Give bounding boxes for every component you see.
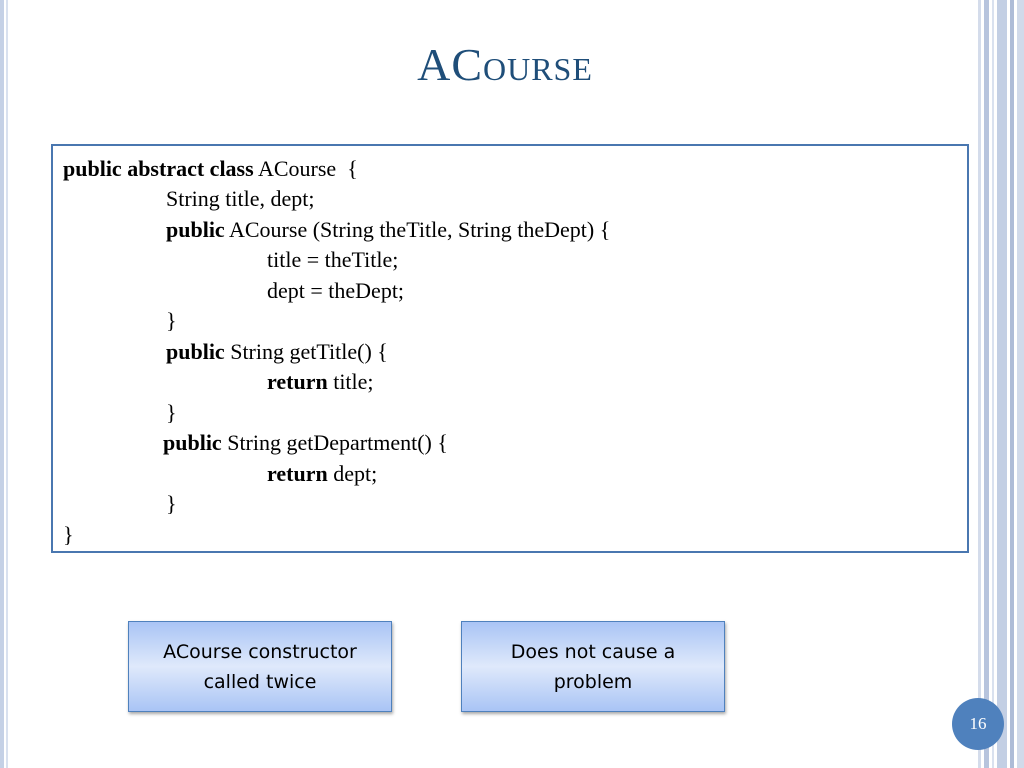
code-keyword: public xyxy=(166,339,225,364)
code-keyword: public abstract class xyxy=(63,156,254,181)
code-text: title; xyxy=(327,369,374,394)
left-decorative-stripe xyxy=(0,0,4,768)
page-number-badge: 16 xyxy=(952,698,1004,750)
code-text: ACourse (String theTitle, String theDept… xyxy=(224,217,611,242)
code-line-8: return title; xyxy=(267,369,374,395)
code-keyword: return xyxy=(267,461,328,486)
code-line-10: public String getDepartment() { xyxy=(163,430,448,456)
code-line-1: public abstract class ACourse { xyxy=(63,156,358,182)
code-line-13: } xyxy=(63,522,74,547)
code-line-2: String title, dept; xyxy=(166,186,315,211)
code-line-9: } xyxy=(166,400,177,425)
slide-title: ACourse xyxy=(417,39,593,90)
code-block: public abstract class ACourse { String t… xyxy=(51,144,969,553)
code-keyword: return xyxy=(267,369,328,394)
code-line-3: public ACourse (String theTitle, String … xyxy=(166,217,610,243)
code-line-11: return dept; xyxy=(267,461,377,487)
right-decorative-stripes xyxy=(978,0,1024,768)
code-text: String getTitle() { xyxy=(224,339,388,364)
callout-does-not-cause-problem: Does not cause a problem xyxy=(461,621,725,712)
code-line-12: } xyxy=(166,491,177,516)
code-text: dept; xyxy=(327,461,378,486)
code-keyword: public xyxy=(166,217,225,242)
code-line-5: dept = theDept; xyxy=(267,278,405,303)
page-number: 16 xyxy=(969,714,987,733)
code-text: ACourse { xyxy=(253,156,358,181)
left-decorative-stripe-thin xyxy=(6,0,8,768)
callout-constructor-called-twice: ACourse constructor called twice xyxy=(128,621,392,712)
code-line-4: title = theTitle; xyxy=(267,247,399,272)
code-line-6: } xyxy=(166,308,177,333)
code-keyword: public xyxy=(163,430,222,455)
code-text: String getDepartment() { xyxy=(221,430,448,455)
callout-text: Does not cause a problem xyxy=(510,640,676,693)
code-line-7: public String getTitle() { xyxy=(166,339,388,365)
callout-text: ACourse constructor called twice xyxy=(163,640,357,693)
